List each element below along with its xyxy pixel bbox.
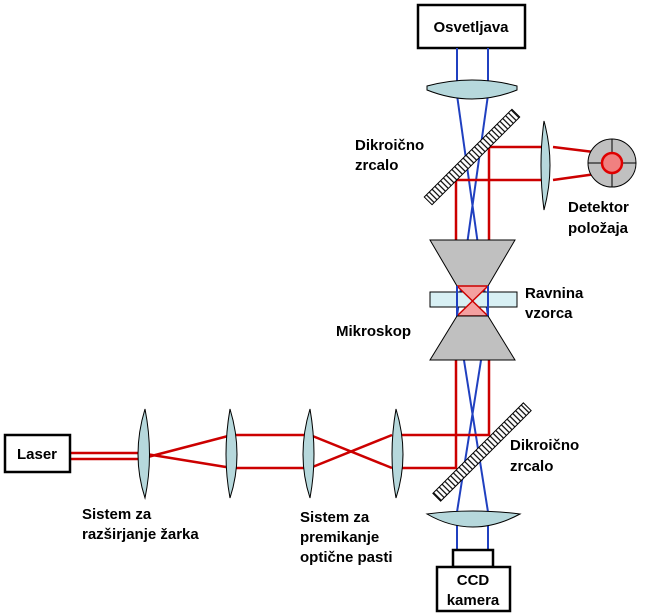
camera-label-2: kamera [447,592,500,609]
dichroic-mirror-bottom [432,402,532,502]
dichroic-mirror-top [423,108,521,206]
illumination-source: Osvetljava [416,3,527,50]
ccd-camera: CCD kamera [435,548,512,613]
position-detector [587,138,637,188]
dichroic-mirror-top-label-1: Dikroično [355,137,424,154]
beam-expander-lens-2 [225,408,238,499]
trap-steering-label-1: Sistem za [300,509,370,526]
dichroic-mirror-top-label-2: zrcalo [355,157,398,174]
sample-plane-label-2: vzorca [525,305,573,322]
illumination-lens [426,79,518,100]
dichroic-mirror-bottom-label-2: zrcalo [510,458,553,475]
laser-label: Laser [17,446,57,463]
dichroic-mirror-bottom-label-1: Dikroično [510,437,579,454]
beam-expander-label-1: Sistem za [82,506,152,523]
trap-steering-lens-2 [391,408,404,499]
trap-steering-label-2: premikanje [300,529,379,546]
beam-expander-label-2: razširjanje žarka [82,526,199,543]
trap-steering-lens-1 [302,408,315,499]
sample-plane-label-1: Ravnina [525,285,584,302]
laser-beam [70,145,611,470]
detector-label-1: Detektor [568,199,629,216]
laser-source: Laser [3,433,72,474]
microscope-label: Mikroskop [336,323,411,340]
trap-steering-label-3: optične pasti [300,549,393,566]
detector-lens [540,120,551,211]
microscope-objective [429,239,518,361]
camera-lens [425,510,522,528]
detector-label-2: položaja [568,220,629,237]
illumination-label: Osvetljava [433,19,509,36]
camera-label-1: CCD [457,572,490,589]
beam-expander-lens-1 [137,408,150,500]
